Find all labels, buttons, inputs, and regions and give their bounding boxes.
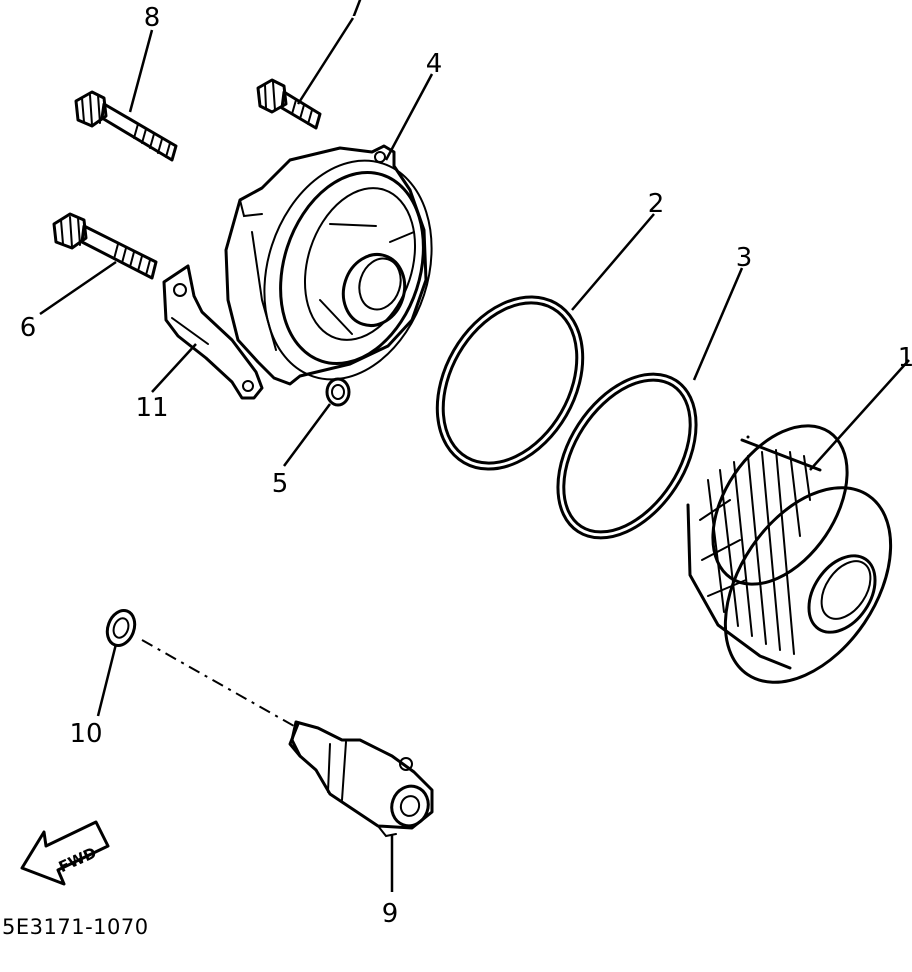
pressure-switch-9 — [288, 720, 434, 838]
fwd-label: FWD — [56, 844, 99, 876]
callout-4: 4 — [426, 49, 443, 79]
callout-3: 3 — [736, 243, 753, 273]
filter-cover-4 — [224, 144, 433, 386]
leader-lines — [39, 17, 910, 892]
callout-9: 9 — [382, 899, 399, 929]
callout-5: 5 — [272, 469, 289, 499]
callout-10: 10 — [69, 719, 102, 749]
o-ring-5 — [325, 377, 351, 407]
alignment-line — [141, 639, 295, 727]
callout-labels: 8 7 4 2 3 1 6 11 5 10 9 — [20, 0, 912, 929]
o-ring-3 — [556, 372, 698, 540]
o-ring-2 — [435, 295, 585, 471]
oil-filter-1 — [686, 424, 893, 684]
callout-2: 2 — [648, 189, 665, 219]
bolt-6 — [52, 212, 158, 280]
callout-6: 6 — [20, 313, 37, 343]
callout-8: 8 — [144, 3, 161, 33]
callout-11: 11 — [135, 393, 168, 423]
washer-10 — [105, 609, 137, 647]
callout-1: 1 — [898, 343, 912, 373]
forward-direction-marker: FWD — [20, 820, 110, 886]
callout-7: 7 — [348, 0, 365, 23]
diagram-code: 5E3171-1070 — [2, 915, 149, 939]
bolt-8 — [74, 90, 178, 162]
bracket-11 — [162, 264, 264, 400]
bolt-7 — [256, 78, 322, 130]
